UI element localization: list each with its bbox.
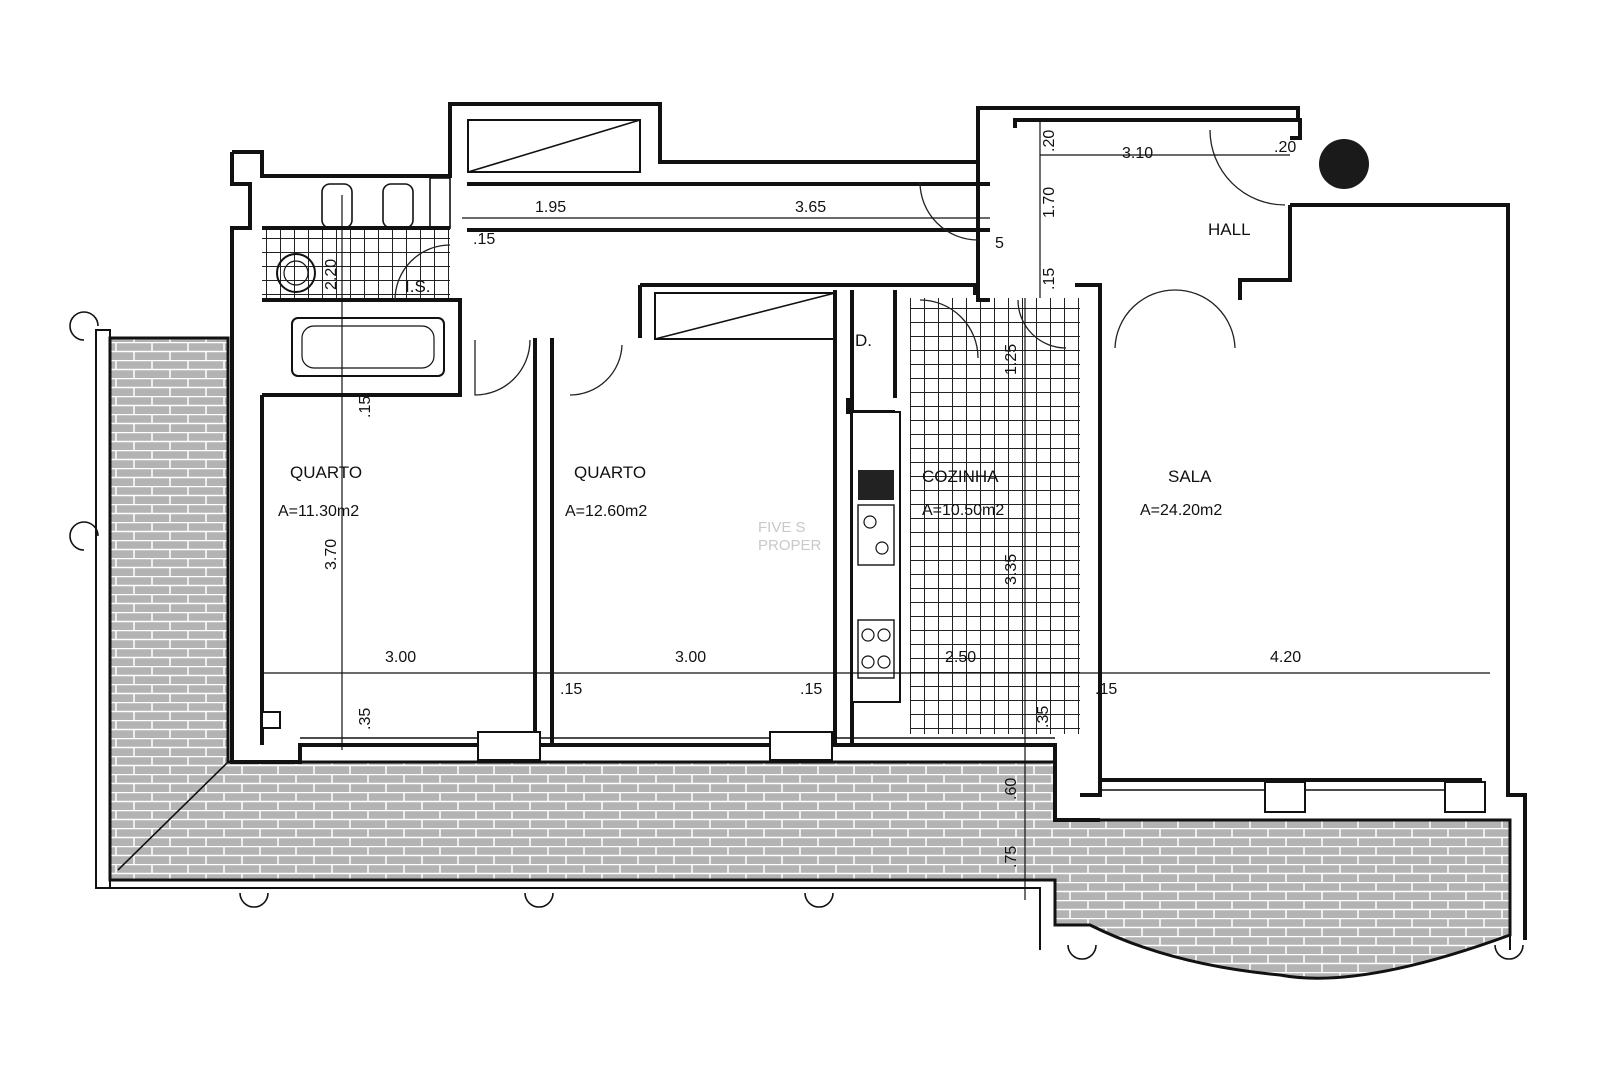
dim-corridor-left: 1.95: [535, 199, 566, 216]
room-area-sala: A=24.20m2: [1140, 502, 1222, 519]
dim-terrace-b: .75: [1003, 846, 1020, 868]
doors: [394, 129, 1286, 396]
room-name-cozinha: COZINHA: [922, 467, 999, 486]
dim-kitchen-bottom: .35: [1035, 706, 1052, 728]
dim-sala-width: 4.20: [1270, 649, 1301, 666]
room-name-quarto-1: QUARTO: [290, 463, 362, 482]
room-name-d: D.: [855, 331, 872, 350]
kitchen-floor: [910, 298, 1080, 734]
dim-wall-sala: .15: [1095, 681, 1117, 698]
dim-hall-height: 1.70: [1041, 187, 1058, 218]
watermark-line1: FIVE S: [758, 519, 806, 536]
watermark-line2: PROPER: [758, 537, 822, 554]
room-area-quarto-2: A=12.60m2: [565, 503, 647, 520]
room-name-sala: SALA: [1168, 467, 1212, 486]
dim-corridor-wall: .15: [473, 231, 495, 248]
window-frames: [261, 711, 1486, 813]
dim-hall-width: 3.10: [1122, 145, 1153, 162]
dim-hall-wall: .15: [1041, 268, 1058, 290]
dim-corridor-right: 3.65: [795, 199, 826, 216]
dim-terrace-a: .60: [1003, 778, 1020, 800]
dim-bath-wall: .15: [357, 396, 374, 418]
dim-hall-gap-left: .20: [1041, 130, 1058, 152]
room-name-hall: HALL: [1208, 220, 1251, 239]
dim-q1-bottom: .35: [357, 708, 374, 730]
dim-q1-width: 3.00: [385, 649, 416, 666]
dim-kitchen-width: 2.50: [945, 649, 976, 666]
wardrobes: [467, 119, 836, 340]
bathroom-floor: [262, 228, 450, 302]
dim-kitchen-top: 1.25: [1003, 344, 1020, 375]
dim-hall-gap-right: .20: [1274, 139, 1296, 156]
dimension-lines: [262, 118, 1490, 900]
terrace: [69, 311, 1524, 980]
entrance-marker: [1319, 139, 1369, 189]
room-area-quarto-1: A=11.30m2: [278, 503, 359, 520]
dim-q1-height: 3.70: [323, 539, 340, 570]
room-name-is: I.S.: [405, 277, 431, 296]
dim-bath-width: 2.20: [323, 259, 340, 290]
bathroom-fixtures: [276, 177, 451, 377]
dim-kitchen-height: 3.35: [1003, 554, 1020, 585]
dim-wall-q2-left: .15: [560, 681, 582, 698]
kitchen-counter: [851, 411, 901, 703]
dim-q2-width: 3.00: [675, 649, 706, 666]
dim-corridor-end: 5: [995, 235, 1004, 252]
room-name-quarto-2: QUARTO: [574, 463, 646, 482]
room-area-cozinha: A=10.50m2: [922, 502, 1004, 519]
dim-wall-q2-right: .15: [800, 681, 822, 698]
